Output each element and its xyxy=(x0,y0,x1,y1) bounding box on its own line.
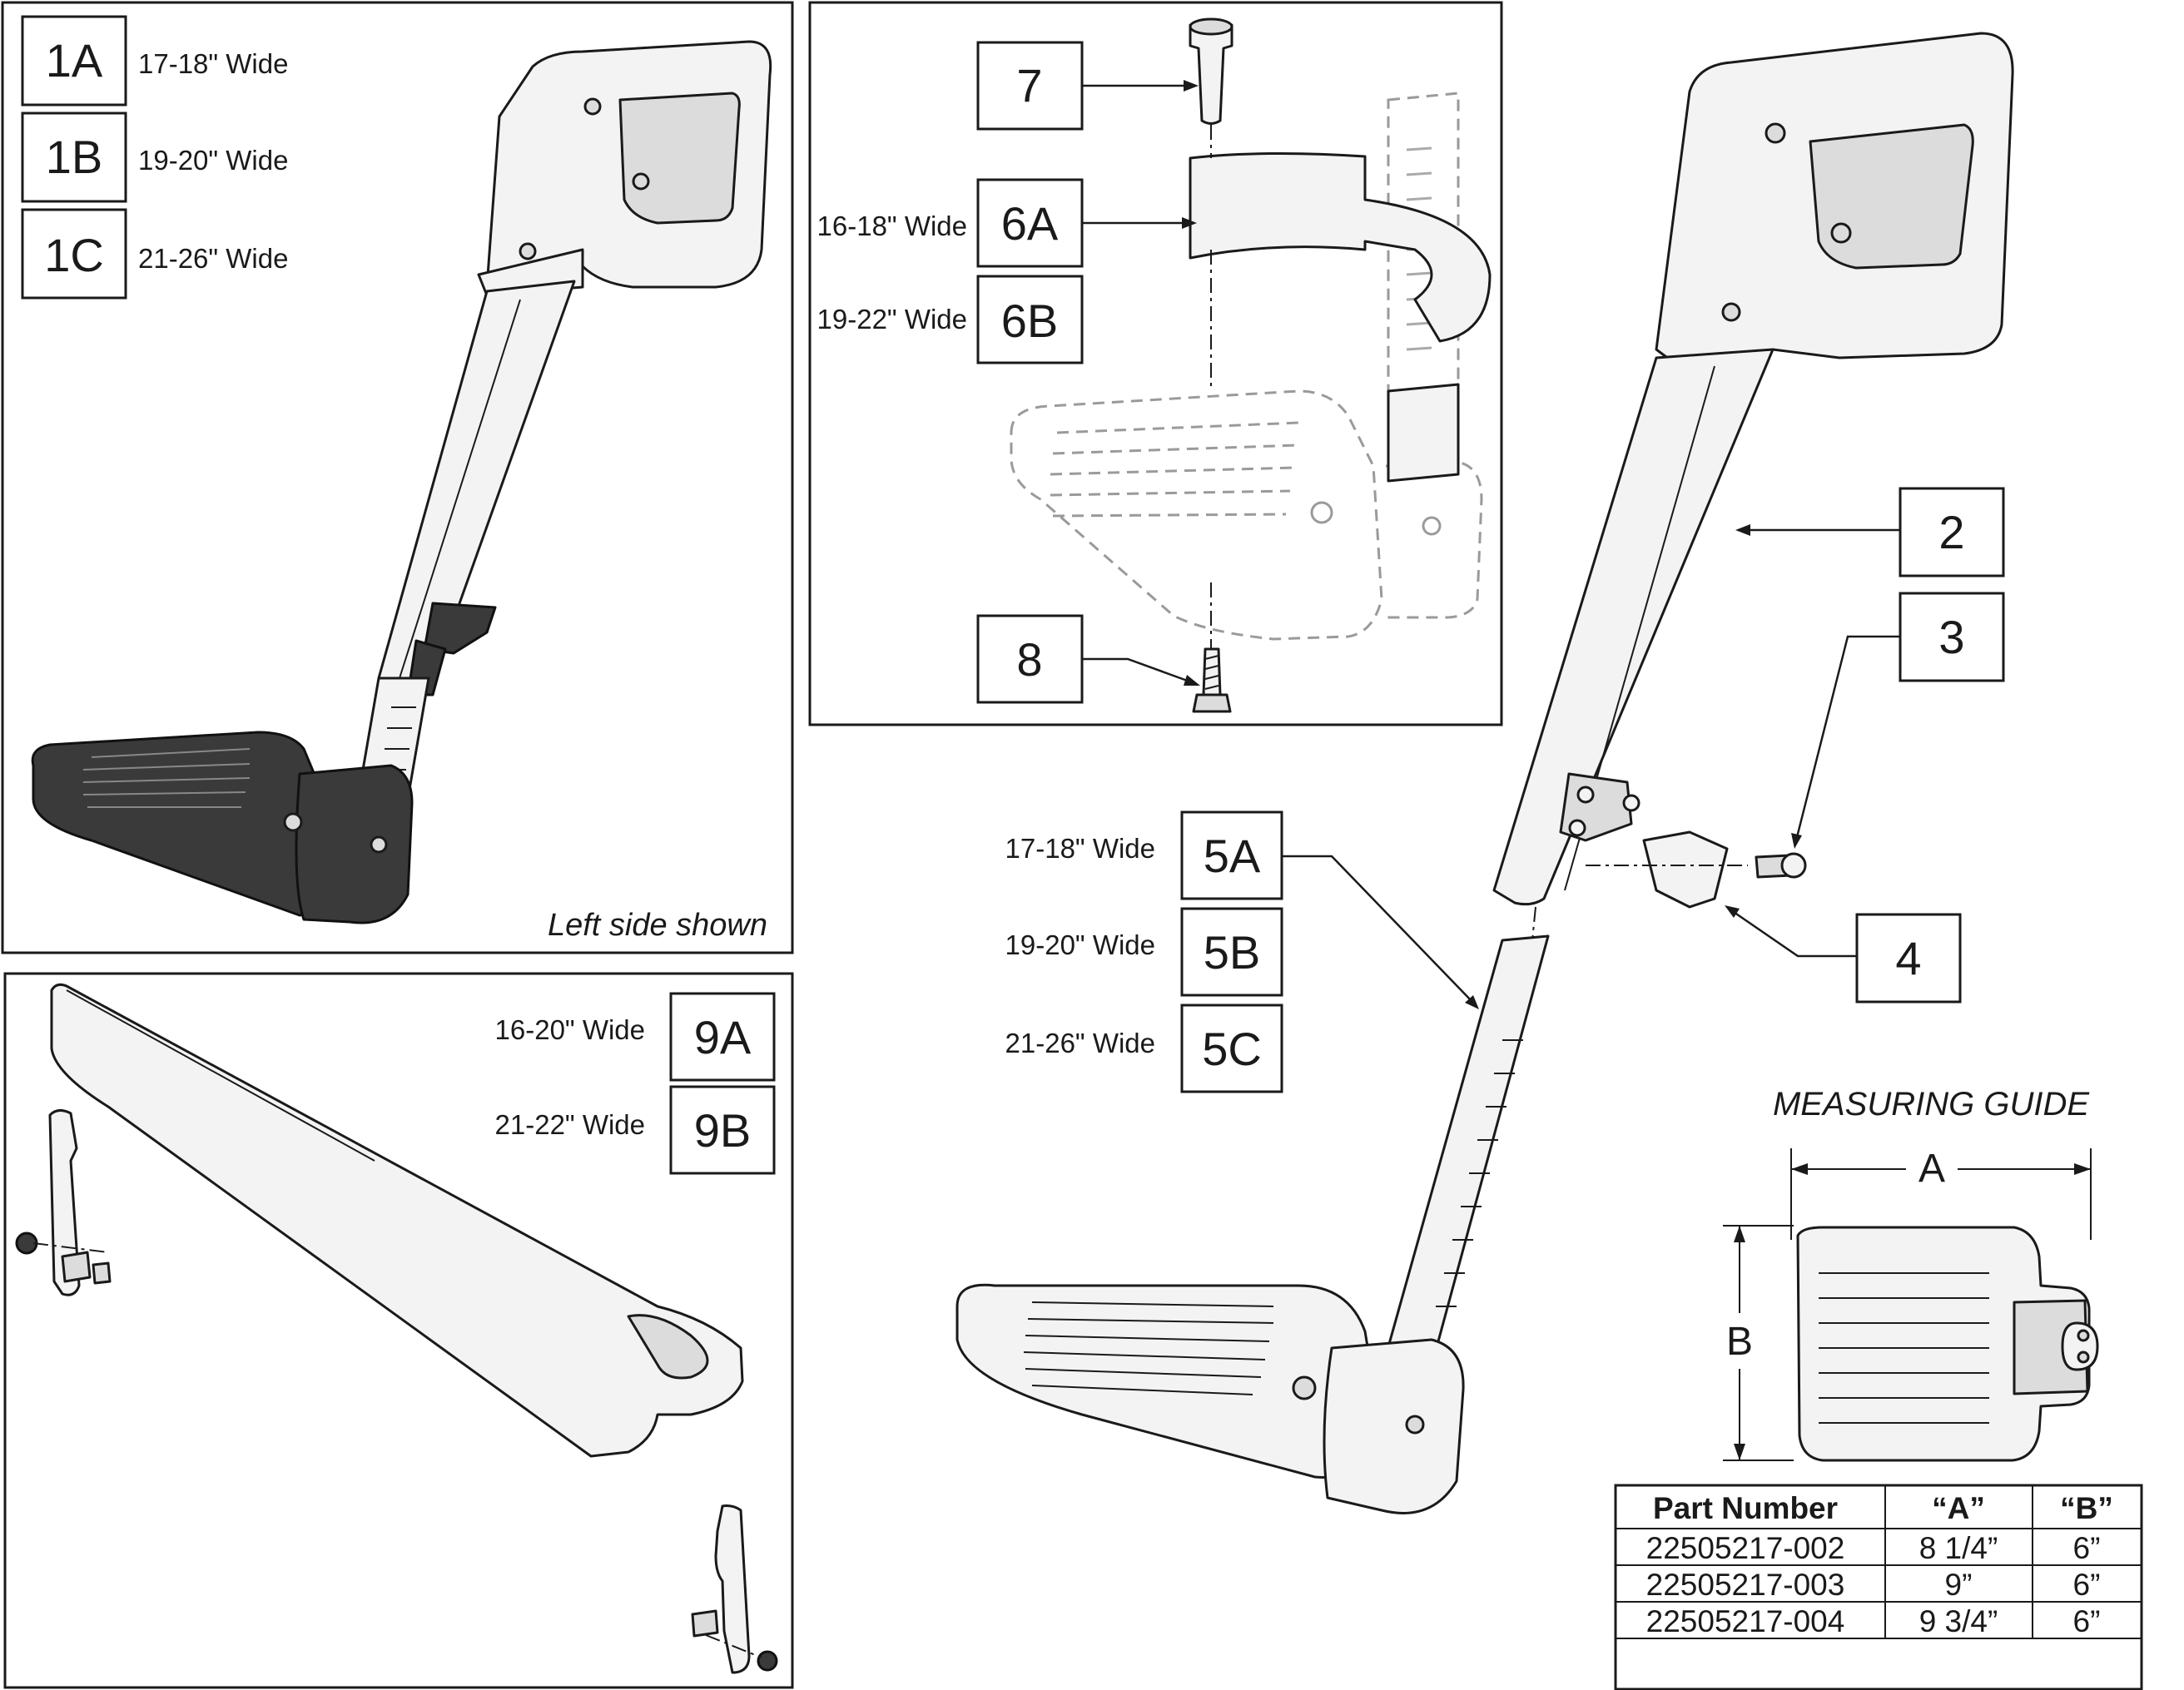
label-3: 3 xyxy=(1791,592,2005,849)
svg-text:1A: 1A xyxy=(46,34,103,87)
label-5a: 5A 17-18" Wide xyxy=(1005,810,1479,1009)
svg-text:19-22" Wide: 19-22" Wide xyxy=(817,304,967,335)
table-cell: 22505217-003 xyxy=(1646,1568,1845,1602)
label-6a: 6A 16-18" Wide xyxy=(817,178,1197,268)
table-cell: 8 1/4” xyxy=(1919,1531,1998,1565)
main-exploded-assembly xyxy=(956,32,2014,1514)
label-4: 4 xyxy=(1725,905,1962,1004)
svg-text:6A: 6A xyxy=(1001,197,1059,250)
measuring-guide-table: Part Number “A” “B” 22505217-002 8 1/4” … xyxy=(1614,1484,2143,1690)
svg-text:19-20" Wide: 19-20" Wide xyxy=(138,145,288,176)
dimension-a-label: A xyxy=(1918,1147,1945,1191)
table-cell: 9 3/4” xyxy=(1919,1604,1998,1638)
panel-frame-top-center xyxy=(808,1,1503,726)
svg-text:17-18" Wide: 17-18" Wide xyxy=(138,48,288,79)
svg-text:9B: 9B xyxy=(694,1104,752,1157)
table-header-a: “A” xyxy=(1932,1491,1985,1525)
label-7: 7 xyxy=(976,41,1199,131)
panel-frame-top-left xyxy=(1,1,794,954)
dimension-b-label: B xyxy=(1726,1320,1753,1364)
table-cell: 9” xyxy=(1945,1568,1973,1602)
calf-strap-illustration xyxy=(15,983,778,1674)
table-cell: 6” xyxy=(2073,1568,2101,1602)
table-header-b: “B” xyxy=(2060,1491,2113,1525)
label-2: 2 xyxy=(1735,487,2005,577)
svg-text:17-18" Wide: 17-18" Wide xyxy=(1005,833,1155,864)
legrest-assembly-illustration xyxy=(31,40,772,924)
label-1b: 1B 19-20" Wide xyxy=(21,112,288,203)
svg-text:8: 8 xyxy=(1016,633,1042,686)
label-1a: 1A 17-18" Wide xyxy=(21,15,288,107)
svg-text:5B: 5B xyxy=(1204,926,1261,979)
svg-text:3: 3 xyxy=(1938,611,1964,663)
label-6b: 6B 19-22" Wide xyxy=(817,275,1084,364)
heel-loop-illustration xyxy=(1010,17,1492,713)
label-1c: 1C 21-26" Wide xyxy=(21,208,288,300)
table-cell: 6” xyxy=(2073,1531,2101,1565)
svg-text:5A: 5A xyxy=(1204,830,1261,882)
label-9a: 9A 16-20" Wide xyxy=(495,992,776,1082)
svg-text:16-20" Wide: 16-20" Wide xyxy=(495,1014,645,1045)
svg-text:7: 7 xyxy=(1016,59,1042,112)
svg-text:1B: 1B xyxy=(46,131,103,183)
svg-text:1C: 1C xyxy=(44,229,104,281)
label-5b: 5B 19-20" Wide xyxy=(1005,907,1283,997)
svg-text:21-22" Wide: 21-22" Wide xyxy=(495,1109,645,1140)
svg-text:6B: 6B xyxy=(1001,295,1059,347)
left-side-note: Left side shown xyxy=(548,908,767,943)
svg-text:21-26" Wide: 21-26" Wide xyxy=(1005,1028,1155,1058)
svg-text:4: 4 xyxy=(1895,932,1921,984)
svg-text:16-18" Wide: 16-18" Wide xyxy=(817,211,967,241)
measuring-guide: MEASURING GUIDE A B xyxy=(1723,1086,2099,1462)
svg-text:5C: 5C xyxy=(1202,1023,1262,1075)
panel-frame-bottom-left xyxy=(3,972,794,1689)
svg-text:19-20" Wide: 19-20" Wide xyxy=(1005,929,1155,960)
svg-text:2: 2 xyxy=(1938,506,1964,558)
label-5c: 5C 21-26" Wide xyxy=(1005,1004,1283,1093)
label-9b: 9B 21-22" Wide xyxy=(495,1085,776,1175)
svg-text:21-26" Wide: 21-26" Wide xyxy=(138,243,288,274)
table-cell: 22505217-002 xyxy=(1646,1531,1845,1565)
table-cell: 22505217-004 xyxy=(1646,1604,1845,1638)
label-8: 8 xyxy=(976,614,1200,704)
table-cell: 6” xyxy=(2073,1604,2101,1638)
table-header-part-number: Part Number xyxy=(1653,1491,1838,1525)
svg-text:9A: 9A xyxy=(694,1011,752,1063)
measuring-guide-title: MEASURING GUIDE xyxy=(1773,1086,2090,1123)
